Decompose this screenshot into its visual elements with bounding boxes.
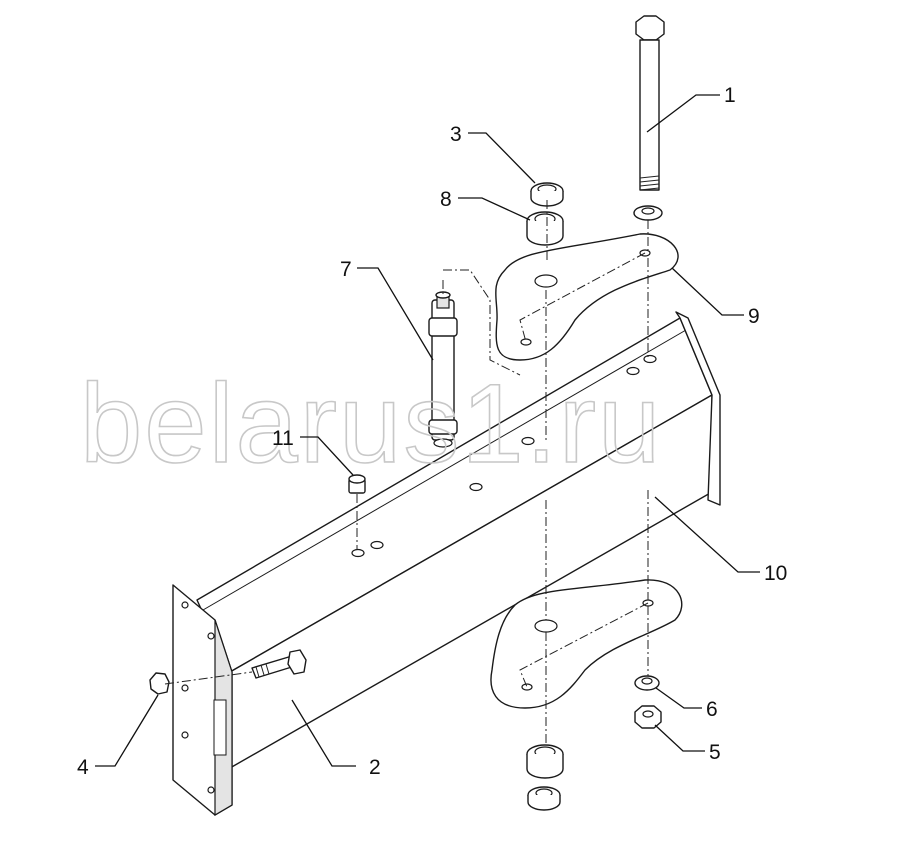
callout-5: 5 bbox=[709, 741, 721, 764]
washer-under-bolt bbox=[633, 205, 663, 221]
callout-9: 9 bbox=[748, 305, 760, 328]
plug-part-11 bbox=[348, 474, 366, 494]
long-bolt-part-1 bbox=[635, 15, 665, 191]
lower-plate bbox=[490, 579, 683, 709]
pin-part-7 bbox=[428, 291, 458, 448]
assembly-axes bbox=[164, 200, 649, 745]
callout-2: 2 bbox=[369, 756, 381, 779]
washer-part-6 bbox=[634, 675, 660, 691]
lower-washer bbox=[527, 786, 561, 811]
callout-7: 7 bbox=[340, 258, 352, 281]
lower-bushing bbox=[526, 744, 564, 779]
nut-part-4 bbox=[149, 672, 170, 695]
side-bolt-part-2 bbox=[251, 649, 307, 679]
callout-1: 1 bbox=[724, 84, 736, 107]
watermark-text: belarus1.ru bbox=[80, 361, 662, 486]
callout-numbers: 1 2 3 4 5 6 7 8 9 10 11 bbox=[77, 84, 787, 779]
beam-part-10 bbox=[172, 311, 721, 817]
callout-11: 11 bbox=[272, 427, 294, 450]
callout-3: 3 bbox=[450, 123, 462, 146]
callout-6: 6 bbox=[706, 698, 718, 721]
washer-part-3 bbox=[530, 182, 564, 207]
callout-10: 10 bbox=[764, 562, 787, 585]
nut-part-5 bbox=[634, 705, 662, 729]
callout-leaders bbox=[95, 94, 760, 767]
callout-8: 8 bbox=[440, 188, 452, 211]
callout-4: 4 bbox=[77, 756, 89, 779]
bushing-part-8 bbox=[526, 211, 564, 246]
upper-plate-part-9 bbox=[495, 233, 679, 361]
